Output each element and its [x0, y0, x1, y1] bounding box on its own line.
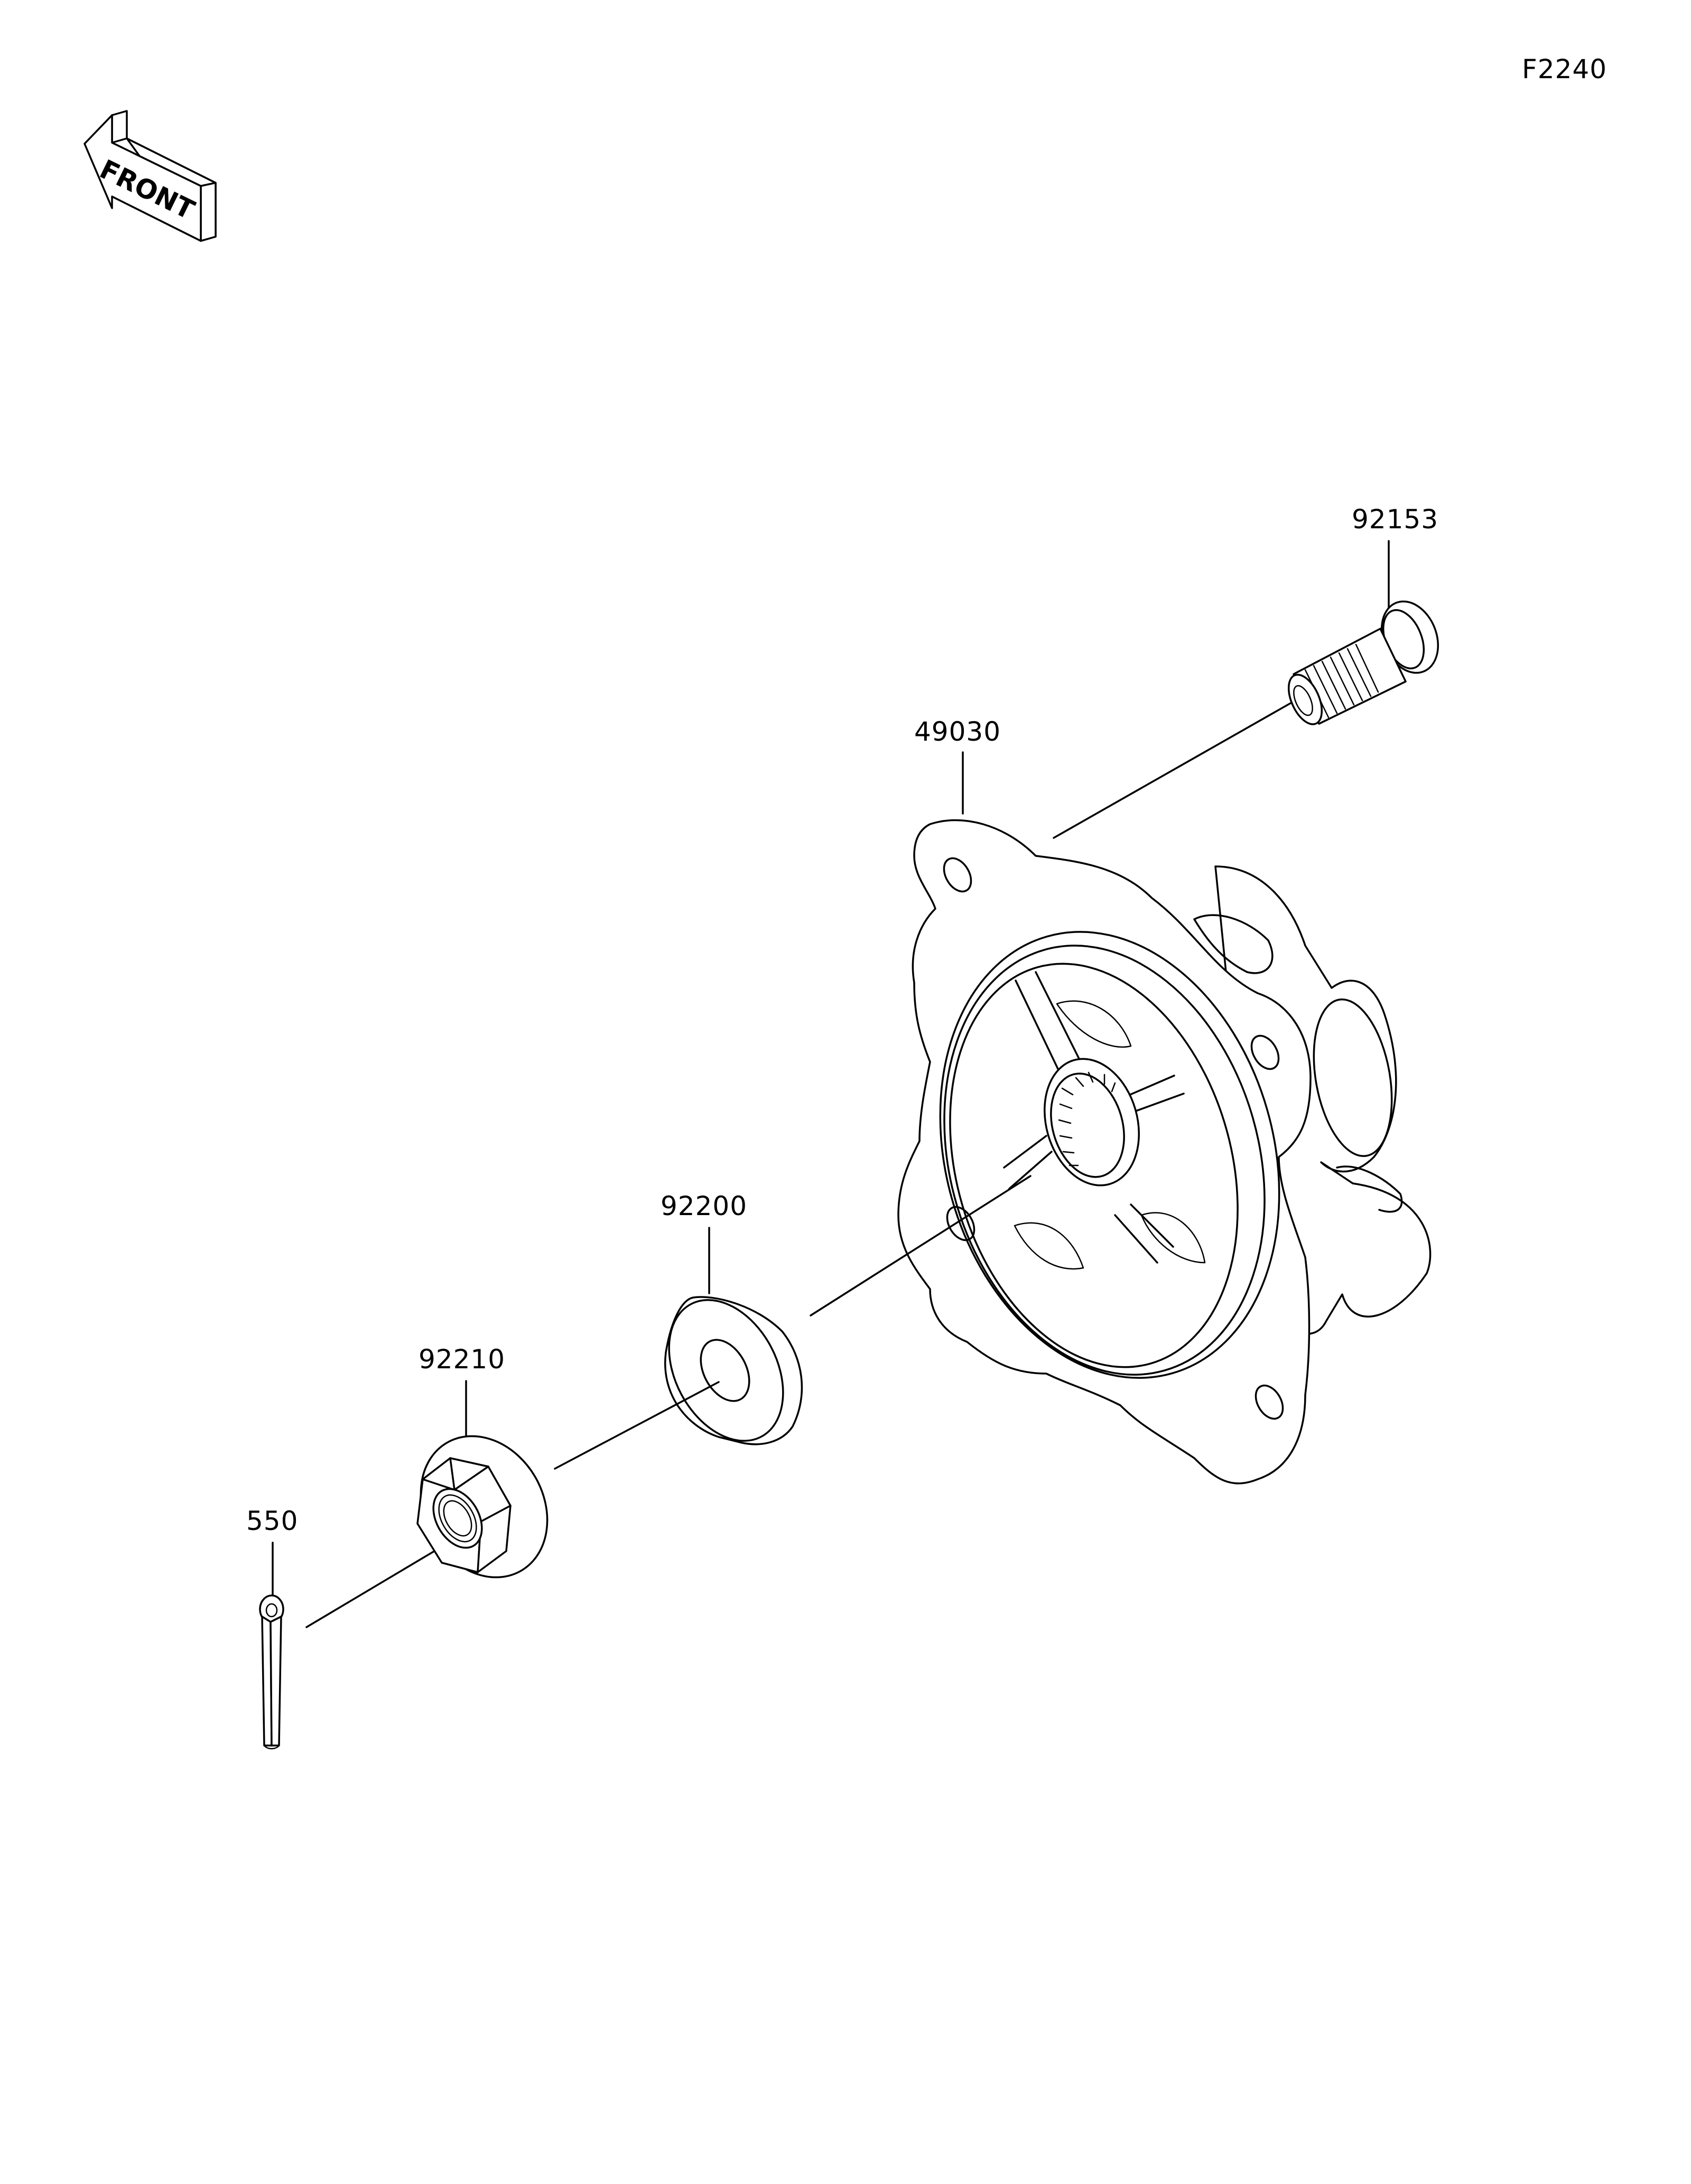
- part-number-49030: 49030: [914, 716, 1001, 747]
- part-number-550: 550: [246, 1506, 298, 1536]
- part-number-92210: 92210: [419, 1344, 505, 1375]
- part-number-92200: 92200: [661, 1191, 747, 1221]
- diagram-code: F2240: [1522, 54, 1607, 85]
- washer-92200: 92200: [554, 1191, 803, 1470]
- castle-nut-92210: 92210: [305, 1344, 549, 1628]
- hub-49030: 49030: [810, 716, 1432, 1485]
- front-direction-arrow-icon: FRONT: [83, 110, 217, 242]
- stud-bolt-92153: 92153: [1053, 504, 1439, 839]
- part-number-92153: 92153: [1352, 504, 1438, 535]
- cotter-pin-550: 550: [246, 1506, 298, 1750]
